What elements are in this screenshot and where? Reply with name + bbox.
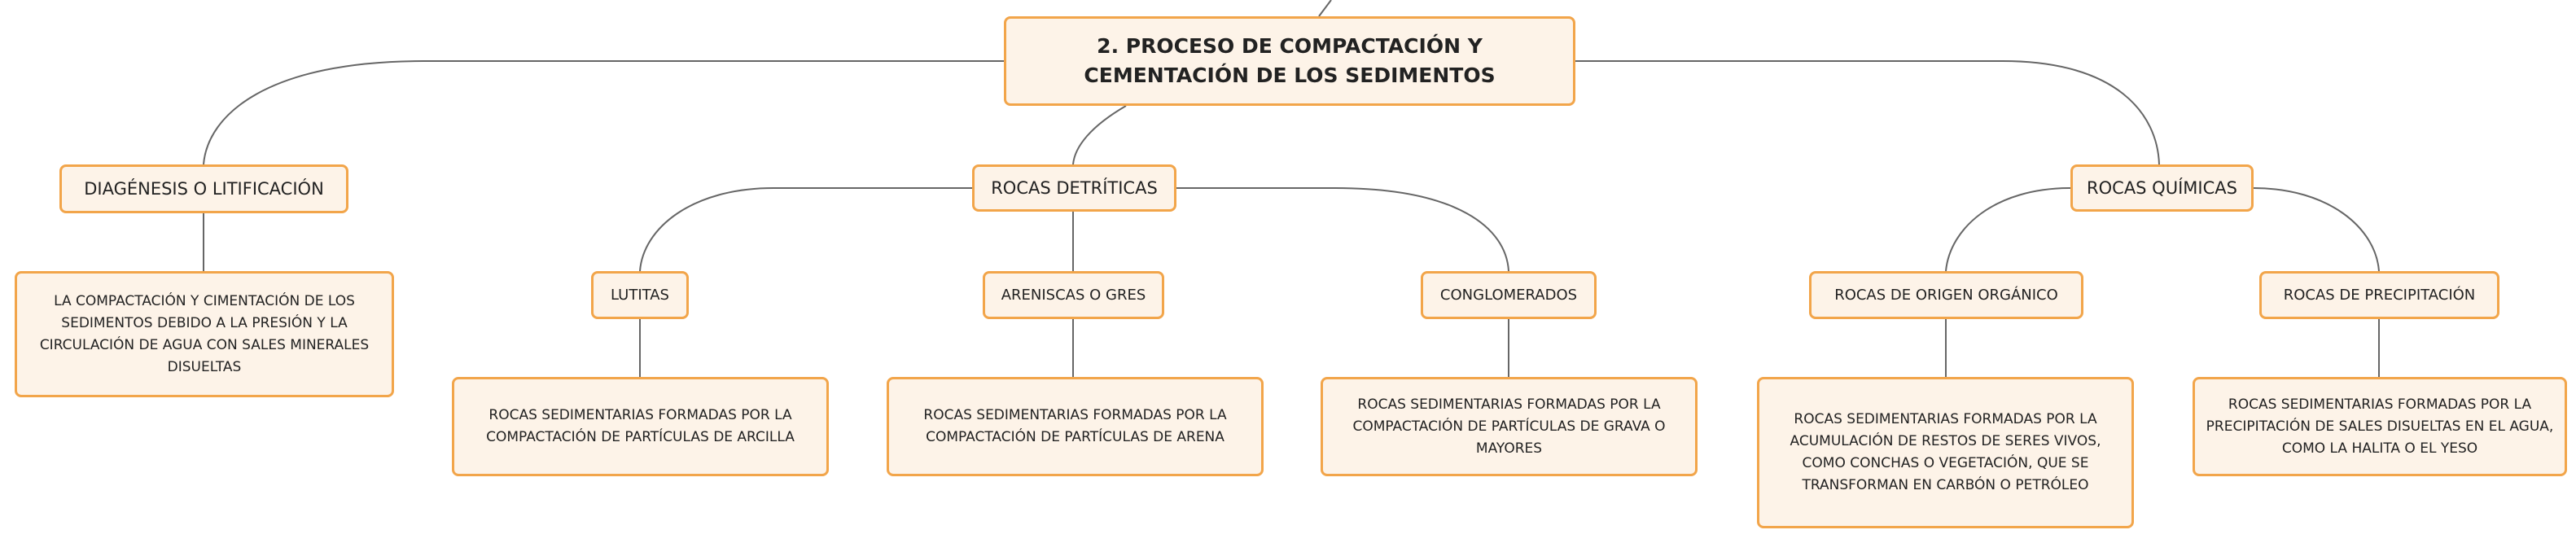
node-areniscas-description[interactable]: ROCAS SEDIMENTARIAS FORMADAS POR LA COMP… <box>887 377 1264 476</box>
connector-root-detriticas <box>1072 105 1127 165</box>
node-organico-description[interactable]: ROCAS SEDIMENTARIAS FORMADAS POR LA ACUM… <box>1757 377 2134 528</box>
node-precipitacion-description[interactable]: ROCAS SEDIMENTARIAS FORMADAS POR LA PREC… <box>2193 377 2567 476</box>
node-lutitas[interactable]: LUTITAS <box>591 271 689 319</box>
organico-description-text: ROCAS SEDIMENTARIAS FORMADAS POR LA ACUM… <box>1790 411 2101 493</box>
node-diagenesis-description[interactable]: LA COMPACTACIÓN Y CIMENTACIÓN DE LOS SED… <box>15 271 394 397</box>
connector-quimicas-organico <box>1945 187 2071 272</box>
conglomerados-description-text: ROCAS SEDIMENTARIAS FORMADAS POR LA COMP… <box>1352 396 1666 457</box>
connector-detriticas-lutitas <box>639 187 972 272</box>
detriticas-label: ROCAS DETRÍTICAS <box>991 178 1158 198</box>
precipitacion-description-text: ROCAS SEDIMENTARIAS FORMADAS POR LA PREC… <box>2206 396 2554 457</box>
node-origen-organico[interactable]: ROCAS DE ORIGEN ORGÁNICO <box>1809 271 2083 319</box>
conglomerados-label: CONGLOMERADOS <box>1439 286 1578 304</box>
precipitacion-label: ROCAS DE PRECIPITACIÓN <box>2283 286 2476 304</box>
node-conglomerados-description[interactable]: ROCAS SEDIMENTARIAS FORMADAS POR LA COMP… <box>1321 377 1698 476</box>
node-areniscas[interactable]: ARENISCAS O GRES <box>983 271 1164 319</box>
organico-label: ROCAS DE ORIGEN ORGÁNICO <box>1834 286 2058 304</box>
node-lutitas-description[interactable]: ROCAS SEDIMENTARIAS FORMADAS POR LA COMP… <box>452 377 829 476</box>
node-conglomerados[interactable]: CONGLOMERADOS <box>1421 271 1597 319</box>
root-node[interactable]: 2. PROCESO DE COMPACTACIÓN Y CEMENTACIÓN… <box>1004 16 1575 106</box>
quimicas-label: ROCAS QUÍMICAS <box>2087 178 2237 198</box>
areniscas-description-text: ROCAS SEDIMENTARIAS FORMADAS POR LA COMP… <box>923 407 1227 445</box>
root-label: 2. PROCESO DE COMPACTACIÓN Y CEMENTACIÓN… <box>1084 34 1496 87</box>
node-diagenesis[interactable]: DIAGÉNESIS O LITIFICACIÓN <box>59 164 348 213</box>
connector-parent <box>1318 0 1332 17</box>
node-rocas-detriticas[interactable]: ROCAS DETRÍTICAS <box>972 164 1176 212</box>
areniscas-label: ARENISCAS O GRES <box>1001 286 1146 304</box>
connector-root-diagenesis <box>203 60 1004 165</box>
lutitas-label: LUTITAS <box>611 286 669 304</box>
connector-root-quimicas <box>1575 60 2160 165</box>
lutitas-description-text: ROCAS SEDIMENTARIAS FORMADAS POR LA COMP… <box>486 407 795 445</box>
node-rocas-quimicas[interactable]: ROCAS QUÍMICAS <box>2070 164 2254 212</box>
diagenesis-label: DIAGÉNESIS O LITIFICACIÓN <box>84 179 324 199</box>
connector-detriticas-conglomerados <box>1176 187 1509 272</box>
connector-quimicas-precipitacion <box>2253 187 2380 272</box>
diagenesis-description-text: LA COMPACTACIÓN Y CIMENTACIÓN DE LOS SED… <box>39 292 370 375</box>
node-precipitacion[interactable]: ROCAS DE PRECIPITACIÓN <box>2259 271 2499 319</box>
